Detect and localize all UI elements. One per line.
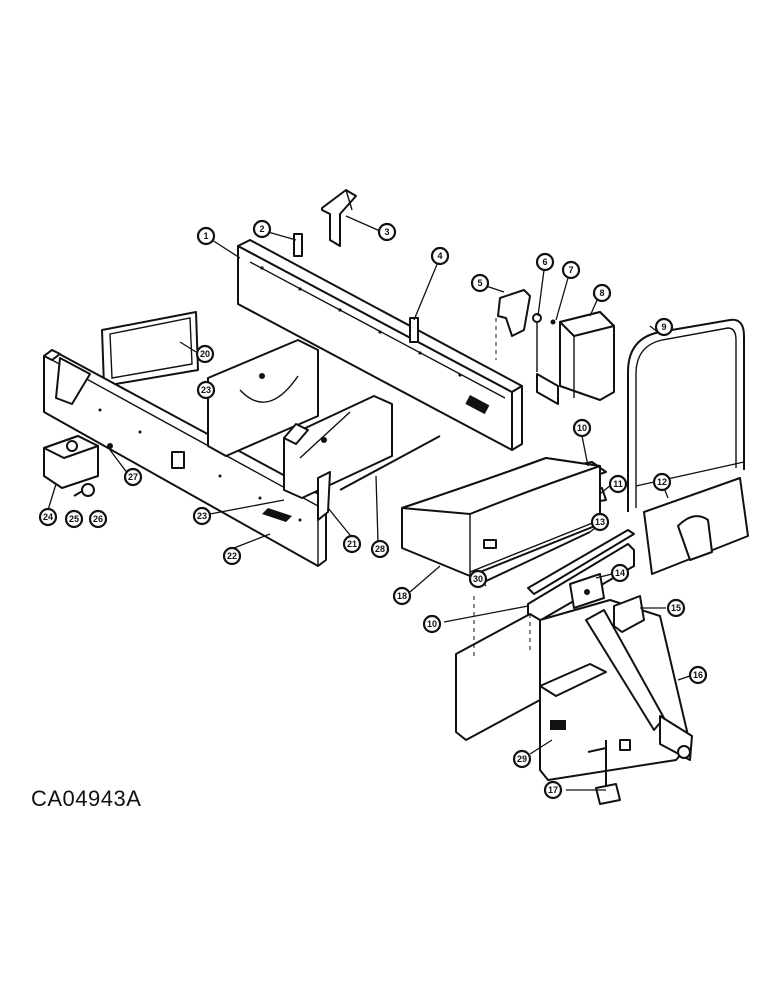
callout-11-label: 11 — [613, 479, 623, 489]
callout-28-label: 28 — [375, 544, 385, 554]
rear-side-rail — [237, 239, 523, 451]
callout-23-upper: 23 — [196, 380, 216, 400]
callout-30: 30 — [468, 569, 488, 589]
tank-18 — [401, 457, 601, 577]
callout-24: 24 — [38, 507, 58, 527]
callout-4: 4 — [430, 246, 450, 266]
callout-11: 11 — [608, 474, 628, 494]
callout-15: 15 — [666, 598, 686, 618]
callout-3: 3 — [377, 222, 397, 242]
callout-22: 22 — [222, 546, 242, 566]
bracket-24 — [43, 435, 99, 489]
washer-27 — [107, 443, 113, 449]
callout-29: 29 — [512, 749, 532, 769]
callout-25: 25 — [64, 509, 84, 529]
callout-23-lower: 23 — [192, 506, 212, 526]
callout-13-label: 13 — [595, 517, 605, 527]
rail-bracket-2 — [293, 233, 303, 257]
callout-3-label: 3 — [384, 227, 389, 237]
callout-18: 18 — [392, 586, 412, 606]
rod-6 — [532, 313, 559, 405]
callout-10-upper: 10 — [572, 418, 592, 438]
hitch-frame-16 — [455, 596, 693, 781]
callout-10-lower: 10 — [422, 614, 442, 634]
nut-26 — [81, 483, 95, 497]
callout-2: 2 — [252, 219, 272, 239]
cross-panel-23b — [283, 395, 393, 499]
callout-12-label: 12 — [657, 477, 667, 487]
callout-22-label: 22 — [227, 551, 237, 561]
rod-28 — [339, 435, 441, 491]
callout-16-label: 16 — [693, 670, 703, 680]
callout-24-label: 24 — [43, 512, 53, 522]
leader-lines — [47, 215, 697, 791]
callout-18-label: 18 — [397, 591, 407, 601]
callout-13: 13 — [590, 512, 610, 532]
callout-15-label: 15 — [671, 603, 681, 613]
bracket-5 — [495, 289, 531, 360]
callout-20: 20 — [195, 344, 215, 364]
bracket-15 — [613, 595, 645, 633]
rail-bracket-4 — [409, 317, 419, 343]
callout-29-label: 29 — [517, 754, 527, 764]
callout-21-label: 21 — [347, 539, 357, 549]
callout-8-label: 8 — [599, 288, 604, 298]
callout-17-label: 17 — [548, 785, 558, 795]
callout-20-label: 20 — [200, 349, 210, 359]
callout-2-label: 2 — [259, 224, 264, 234]
callout-27-label: 27 — [128, 472, 138, 482]
callout-5: 5 — [470, 273, 490, 293]
nut-7 — [550, 319, 556, 325]
callout-12: 12 — [652, 472, 672, 492]
cross-panel-23a — [207, 339, 319, 457]
callout-7: 7 — [561, 260, 581, 280]
callout-21: 21 — [342, 534, 362, 554]
bar-13 — [483, 531, 591, 583]
front-side-rail — [43, 349, 327, 567]
callout-7-label: 7 — [568, 265, 573, 275]
callout-6-label: 6 — [542, 257, 547, 267]
callout-5-label: 5 — [477, 278, 482, 288]
figure-code: CA04943A — [31, 786, 142, 811]
bracket-3 — [321, 189, 357, 247]
callout-26-label: 26 — [93, 514, 103, 524]
callout-28: 28 — [370, 539, 390, 559]
callout-27: 27 — [123, 467, 143, 487]
callout-9-label: 9 — [661, 322, 666, 332]
callout-10-lower-label: 10 — [427, 619, 437, 629]
callout-23-upper-label: 23 — [201, 385, 211, 395]
guard-frame-9 — [627, 318, 745, 512]
callout-8: 8 — [592, 283, 612, 303]
callout-26: 26 — [88, 509, 108, 529]
callout-4-label: 4 — [437, 251, 442, 261]
callout-23-lower-label: 23 — [197, 511, 207, 521]
panel-20 — [101, 311, 199, 387]
panel-12 — [643, 477, 749, 575]
callout-1: 1 — [196, 226, 216, 246]
box-8 — [559, 311, 615, 401]
callout-1-label: 1 — [203, 231, 208, 241]
callout-16: 16 — [688, 665, 708, 685]
gusset-21 — [317, 471, 331, 521]
callout-6: 6 — [535, 252, 555, 272]
callout-10-upper-label: 10 — [577, 423, 587, 433]
callout-9: 9 — [654, 317, 674, 337]
callout-14: 14 — [610, 563, 630, 583]
callout-17: 17 — [543, 780, 563, 800]
callout-30-label: 30 — [473, 574, 483, 584]
plate-14 — [569, 573, 605, 609]
callout-14-label: 14 — [615, 568, 625, 578]
callout-25-label: 25 — [69, 514, 79, 524]
jack-17 — [587, 740, 621, 805]
